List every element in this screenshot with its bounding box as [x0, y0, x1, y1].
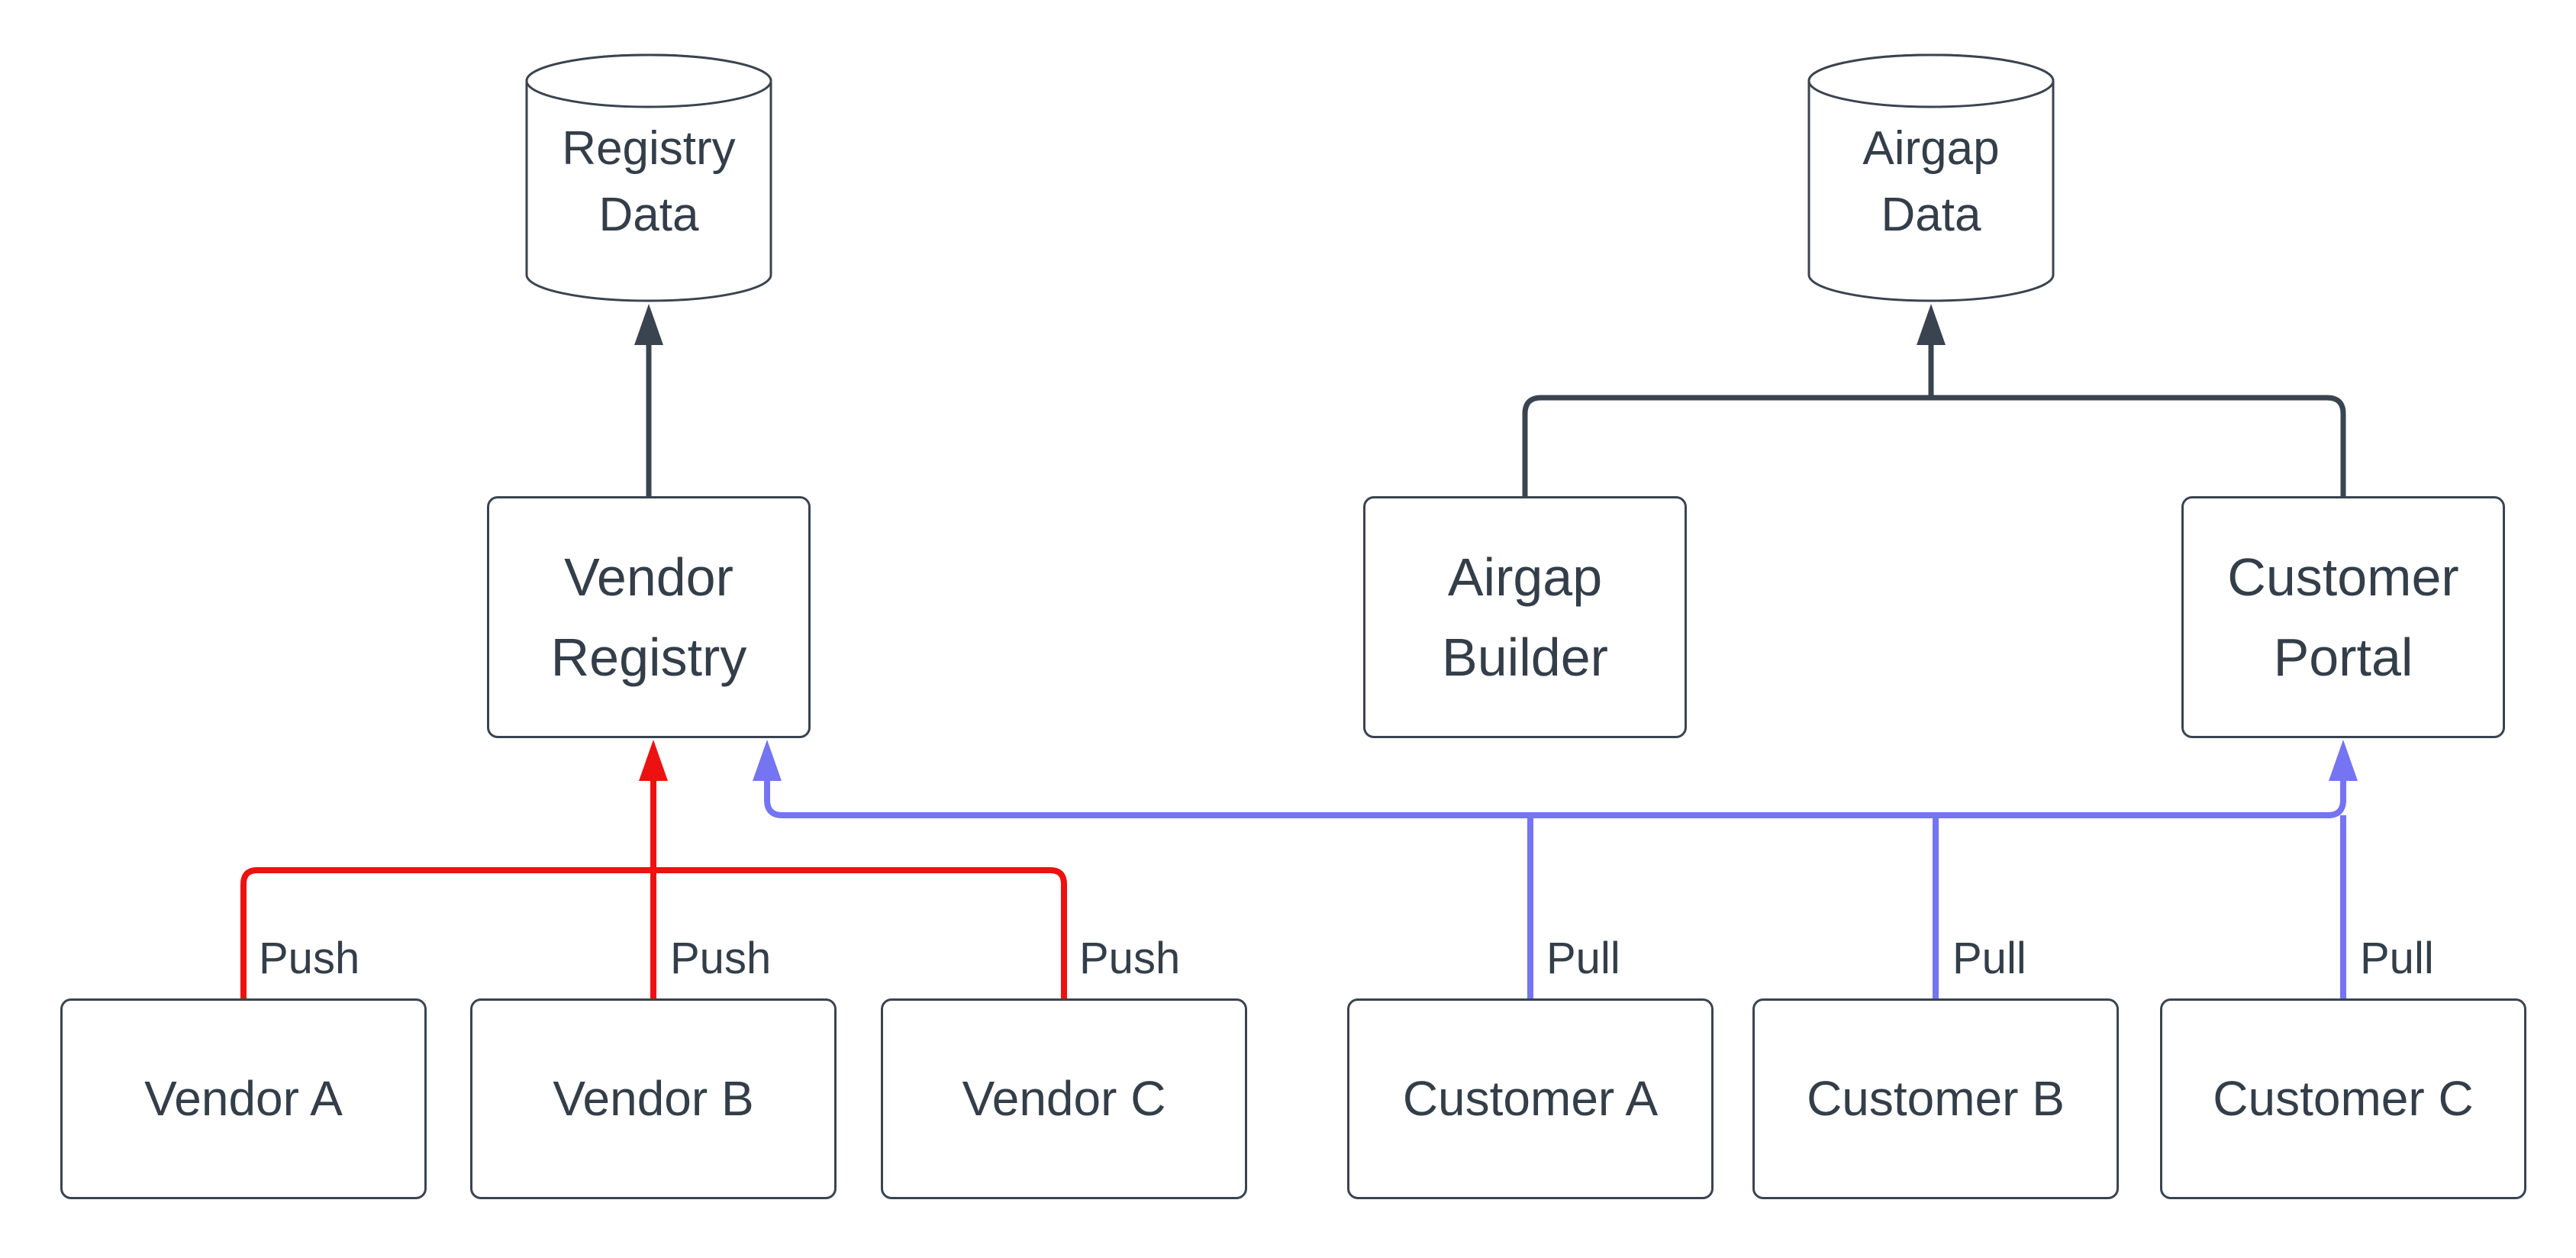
customer-c-label: Customer C: [2213, 1070, 2474, 1126]
customer-a-label: Customer A: [1402, 1070, 1659, 1126]
edge-label-push-b: Push: [670, 934, 772, 983]
node-customer-c: Customer C: [2160, 998, 2526, 1199]
arrowhead-registry-data: [634, 304, 663, 345]
node-customer-portal: Customer Portal: [2181, 496, 2505, 738]
airgap-data-line1: Airgap: [1862, 122, 2000, 175]
node-customer-b: Customer B: [1752, 998, 2119, 1199]
registry-data-cylinder: [525, 53, 772, 302]
node-label-airgap-data: Airgap Data: [1809, 116, 2053, 249]
airgap-data-line2: Data: [1881, 188, 1981, 241]
registry-data-line1: Registry: [562, 122, 736, 175]
node-vendor-a: Vendor A: [60, 998, 427, 1199]
vendor-a-label: Vendor A: [144, 1070, 343, 1126]
edge-vendor-registry-to-registry-data: [634, 304, 663, 496]
arrowhead-pull-customer-portal: [2329, 740, 2358, 781]
edge-label-pull-c: Pull: [2360, 934, 2434, 983]
node-customer-a: Customer A: [1347, 998, 1714, 1199]
vendor-b-label: Vendor B: [553, 1070, 754, 1126]
edge-label-pull-a: Pull: [1546, 934, 1620, 983]
arrowhead-pull-vendor-registry: [753, 740, 782, 781]
vendor-c-label: Vendor C: [962, 1070, 1166, 1126]
node-vendor-b: Vendor B: [470, 998, 837, 1199]
vendor-registry-line1: Vendor: [564, 547, 733, 607]
edge-label-push-c: Push: [1079, 934, 1181, 983]
node-label-registry-data: Registry Data: [527, 116, 771, 249]
customer-portal-line1: Customer: [2227, 547, 2459, 607]
airgap-data-cylinder: [1807, 53, 2055, 302]
customer-portal-line2: Portal: [2273, 627, 2413, 687]
registry-data-line2: Data: [598, 188, 699, 241]
airgap-builder-line1: Airgap: [1447, 547, 1603, 607]
node-airgap-builder: Airgap Builder: [1363, 496, 1687, 738]
edge-label-push-a: Push: [259, 934, 360, 983]
edge-airgap-tree-to-airgap-data: [1522, 304, 2346, 496]
edge-pull-bus: [753, 740, 2358, 818]
node-vendor-registry: Vendor Registry: [487, 496, 811, 738]
vendor-registry-line2: Registry: [550, 627, 747, 687]
edge-label-pull-b: Pull: [1952, 934, 2026, 983]
customer-b-label: Customer B: [1807, 1070, 2065, 1126]
airgap-builder-line2: Builder: [1442, 627, 1608, 687]
node-vendor-c: Vendor C: [881, 998, 1247, 1199]
arrowhead-airgap-data: [1917, 304, 1946, 345]
arrowhead-push-vendor-registry: [639, 740, 668, 781]
edge-push-to-vendor-registry: [639, 740, 668, 998]
